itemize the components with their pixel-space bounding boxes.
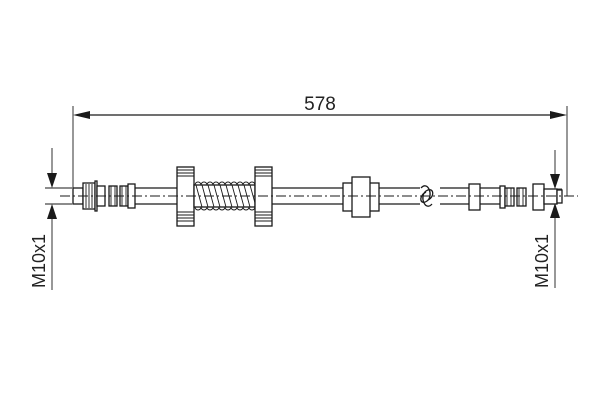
middle-grommet: [342, 176, 380, 218]
hex-nut: [532, 183, 545, 211]
down-arrow-icon: [47, 173, 57, 188]
left-arrow-icon: [73, 111, 90, 119]
length-dimension: 578: [72, 94, 568, 196]
right-sleeve: [468, 183, 481, 211]
right-thread-label: M10x1: [532, 234, 552, 288]
right-fitting: [499, 183, 563, 211]
right-thread-callout: M10x1: [532, 150, 562, 288]
down-arrow-icon: [550, 174, 560, 189]
up-arrow-icon: [47, 204, 57, 219]
length-label: 578: [304, 94, 336, 115]
left-thread-callout: M10x1: [29, 148, 72, 290]
right-arrow-icon: [550, 111, 567, 119]
up-arrow-icon: [550, 203, 560, 218]
left-thread-label: M10x1: [29, 234, 49, 288]
